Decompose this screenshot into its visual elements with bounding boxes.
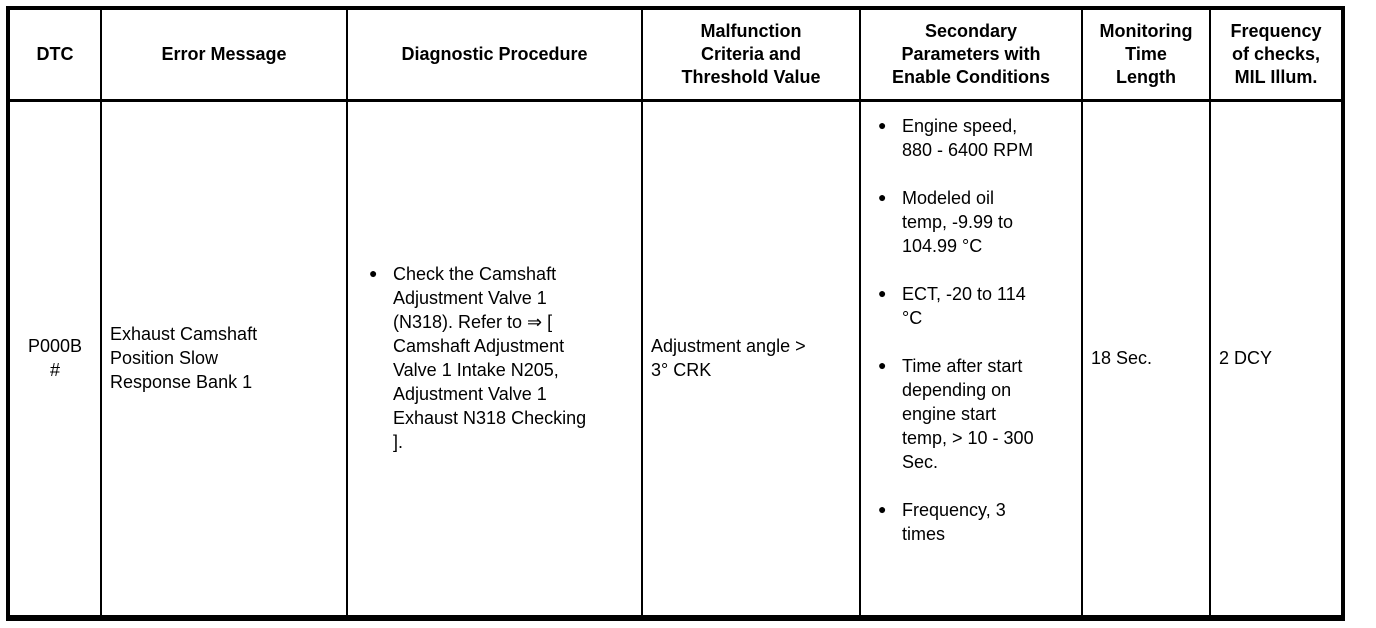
diagnostic-procedure-list: Check the Camshaft Adjustment Valve 1 (N… [368, 262, 633, 454]
diagnostic-procedure-item: Check the Camshaft Adjustment Valve 1 (N… [368, 262, 633, 454]
secondary-parameter-item: ECT, -20 to 114 °C [877, 282, 1077, 330]
header-dtc: DTC [7, 7, 102, 102]
malfunction-criteria-text: Adjustment angle > 3° CRK [651, 336, 806, 381]
secondary-parameter-item: Engine speed, 880 - 6400 RPM [877, 114, 1077, 162]
error-message-cell: Exhaust Camshaft Position Slow Response … [100, 99, 348, 619]
header-monitoring-time: Monitoring Time Length [1081, 7, 1211, 102]
header-diagnostic-procedure: Diagnostic Procedure [346, 7, 643, 102]
malfunction-criteria-cell: Adjustment angle > 3° CRK [641, 99, 861, 619]
header-secondary-parameters: Secondary Parameters with Enable Conditi… [859, 7, 1083, 102]
frequency-checks-cell: 2 DCY [1209, 99, 1344, 619]
diagnostic-procedure-cell: Check the Camshaft Adjustment Valve 1 (N… [346, 99, 643, 619]
secondary-parameters-cell: Engine speed, 880 - 6400 RPM Modeled oil… [859, 99, 1083, 619]
secondary-parameter-item: Modeled oil temp, -9.99 to 104.99 °C [877, 186, 1077, 258]
monitoring-time-cell: 18 Sec. [1081, 99, 1211, 619]
dtc-code-cell: P000B # [7, 99, 102, 619]
header-frequency-checks: Frequency of checks, MIL Illum. [1209, 7, 1344, 102]
table-row: P000B # Exhaust Camshaft Position Slow R… [7, 99, 1344, 619]
secondary-parameter-item: Frequency, 3 times [877, 498, 1077, 546]
secondary-parameters-list: Engine speed, 880 - 6400 RPM Modeled oil… [877, 114, 1077, 546]
error-message-text: Exhaust Camshaft Position Slow Response … [110, 324, 258, 393]
secondary-parameter-item: Time after start depending on engine sta… [877, 354, 1077, 474]
dtc-table: DTC Error Message Diagnostic Procedure M… [6, 6, 1345, 621]
header-malfunction-criteria: Malfunction Criteria and Threshold Value [641, 7, 861, 102]
header-error-message: Error Message [100, 7, 348, 102]
table-header-row: DTC Error Message Diagnostic Procedure M… [7, 7, 1344, 102]
